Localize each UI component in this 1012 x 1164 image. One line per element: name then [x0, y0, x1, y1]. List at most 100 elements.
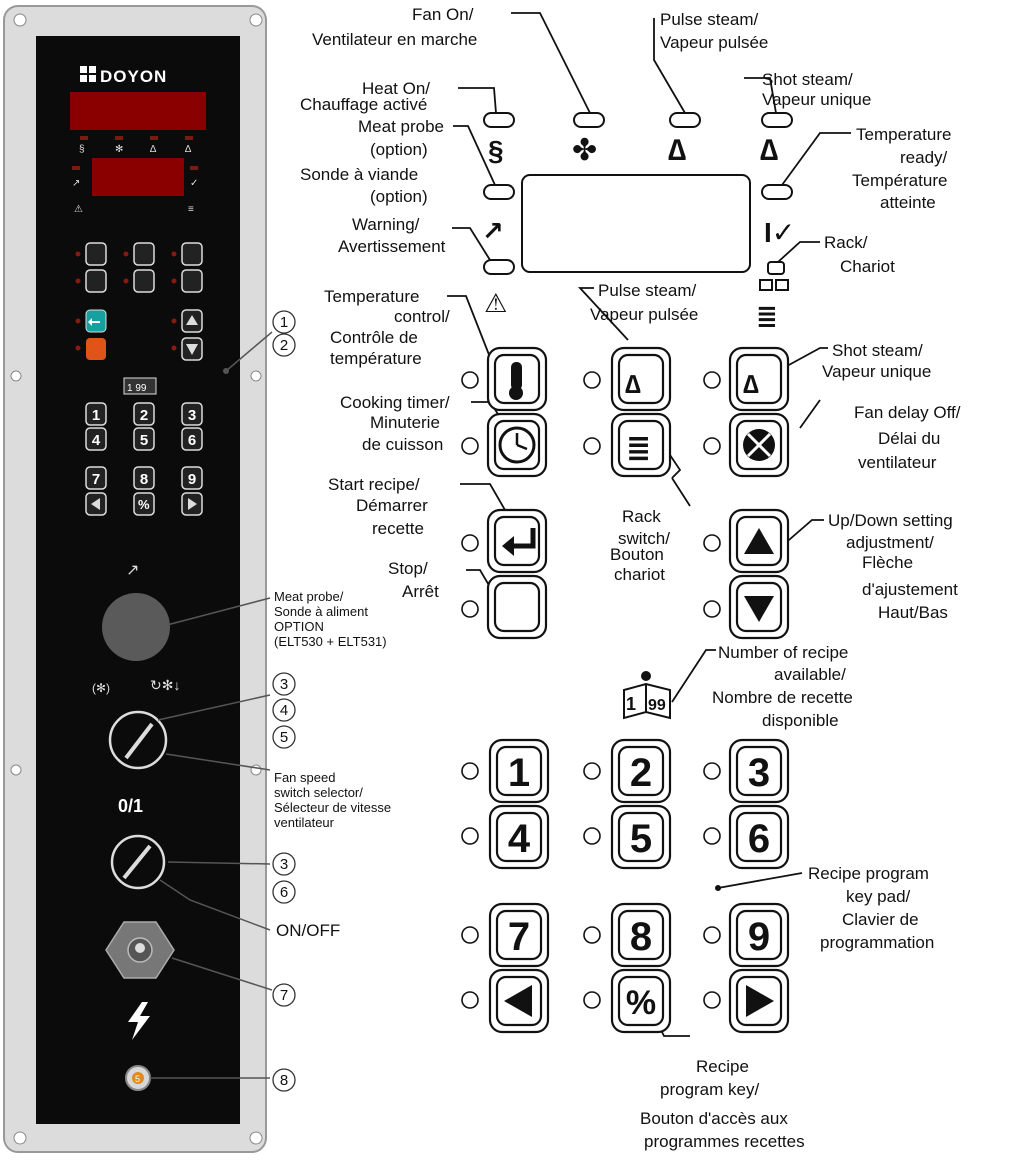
- key-6: 6: [748, 817, 770, 861]
- reference-numbers: [272, 310, 296, 1092]
- ref-3a: 3: [280, 676, 288, 693]
- ref-5: 5: [280, 729, 288, 746]
- pulse-steam-key: [610, 346, 672, 412]
- cooking-timer-label-1: Cooking timer/: [340, 393, 450, 412]
- probe-icon-mini: ↗: [126, 562, 139, 579]
- recipe-range-end: 99: [648, 697, 666, 714]
- key-4-frame: [488, 804, 550, 870]
- svg-text:%: %: [138, 497, 150, 512]
- ref-2: 2: [280, 337, 288, 354]
- ref-6: 6: [280, 884, 288, 901]
- svg-text:∆: ∆: [185, 144, 192, 155]
- pulse-steam-key-icon: ∆: [625, 369, 641, 399]
- key-9: 9: [748, 915, 770, 959]
- key-8: 8: [630, 915, 652, 959]
- start-recipe-label-1: Start recipe/: [328, 475, 420, 494]
- ref-8: 8: [280, 1072, 288, 1089]
- mini-key-3: 3: [188, 407, 196, 424]
- top-leaders: [447, 12, 851, 1037]
- svg-text:✻: ✻: [115, 144, 123, 155]
- key-2-frame: [610, 738, 672, 804]
- mini-key-1: 1: [92, 407, 100, 424]
- chef-hat-icon: [641, 671, 651, 681]
- svg-text:§: §: [79, 144, 85, 155]
- fan-speed-label-4: ventilateur: [274, 815, 335, 830]
- shot-steam-key-label-2: Vapeur unique: [822, 362, 931, 381]
- rack-switch-label-2: switch/: [618, 529, 670, 548]
- rack-icon: ≣: [756, 301, 778, 331]
- fan-on-label-2: Ventilateur en marche: [312, 30, 477, 49]
- heat-on-icon: §: [488, 135, 504, 166]
- meat-probe-socket: [102, 593, 170, 661]
- temp-ready-label-4: atteinte: [880, 193, 936, 212]
- mounting-holes: [10, 13, 263, 1145]
- mini-stop-key: [86, 338, 106, 360]
- meat-probe-icon: ↗: [482, 216, 504, 246]
- mini-numeric-keypad: 1 2 3 4 5 6 7 8 9 %: [85, 402, 203, 516]
- mini-key-7: 7: [92, 471, 100, 488]
- cooking-timer-label-2: Minuterie: [370, 413, 440, 432]
- temp-ready-label-2: ready/: [900, 148, 948, 167]
- shot-steam-led-label-2: Vapeur unique: [762, 90, 871, 109]
- svg-text:⚠: ⚠: [74, 204, 83, 215]
- fan-on-label-1: Fan On/: [412, 5, 474, 24]
- shot-steam-key: [728, 346, 790, 412]
- temp-ready-icon: I✓: [764, 217, 795, 248]
- meat-probe-label-2: (option): [370, 140, 428, 159]
- up-down-label-3: Flèche: [862, 553, 913, 572]
- recipe-keypad-label-1: Recipe program: [808, 864, 929, 883]
- recipe-key-label-4: programmes recettes: [644, 1132, 805, 1151]
- power-icon: [128, 1002, 150, 1040]
- fan-on-icon: ✤: [572, 134, 597, 167]
- svg-text:≡: ≡: [188, 204, 194, 215]
- mini-status-leds: [72, 136, 198, 170]
- doyon-logo: DOYON: [80, 66, 167, 86]
- recipe-range-start: 1: [626, 694, 636, 714]
- pulse-steam-key-label-1: Pulse steam/: [598, 281, 697, 300]
- up-down-label-5: Haut/Bas: [878, 603, 948, 622]
- stop-label-1: Stop/: [388, 559, 428, 578]
- recipe-key-symbol: %: [626, 984, 656, 1022]
- svg-text:✓: ✓: [190, 178, 198, 189]
- fan-speed-label-1: Fan speed: [274, 770, 335, 785]
- rack-switch-label-4: chariot: [614, 565, 665, 584]
- rack-label-2: Chariot: [840, 257, 895, 276]
- svg-text:↗: ↗: [72, 178, 80, 189]
- fan-low-icon: (✻): [92, 681, 110, 695]
- fan-delay-label-1: Fan delay Off/: [854, 403, 961, 422]
- key-7-frame: [488, 902, 550, 968]
- stop-key: [486, 574, 548, 640]
- mini-status-icons: § ✻ ∆ ∆ ↗ ✓ ⚠ ≡: [72, 144, 198, 215]
- recipe-count-label-1: Number of recipe: [718, 643, 848, 662]
- meat-probe-label-1: Meat probe: [358, 117, 444, 136]
- recipe-key-frame: [610, 968, 672, 1034]
- fan-speed-label-3: Sélecteur de vitesse: [274, 800, 391, 815]
- fan-delay-label-3: ventilateur: [858, 453, 937, 472]
- down-arrow-icon: [744, 596, 774, 622]
- key-3-frame: [728, 738, 790, 804]
- warning-label-1: Warning/: [352, 215, 420, 234]
- key-1-frame: [488, 738, 550, 804]
- on-off-switch-label: 0/1: [118, 796, 143, 816]
- key-6-frame: [728, 804, 790, 870]
- key-3: 3: [748, 751, 770, 795]
- recipe-count-label-3: Nombre de recette: [712, 688, 853, 707]
- recipe-key-label-2: program key/: [660, 1080, 759, 1099]
- rack-icon-frame: [759, 279, 789, 291]
- key-5: 5: [630, 817, 652, 861]
- pulse-steam-icon: ∆: [668, 134, 686, 167]
- key-1: 1: [508, 751, 530, 795]
- temp-ready-label-3: Température: [852, 171, 947, 190]
- rack-switch-label-1: Rack: [622, 507, 661, 526]
- start-recipe-label-3: recette: [372, 519, 424, 538]
- svg-text:∆: ∆: [150, 144, 157, 155]
- heat-on-label-1: Heat On/: [362, 79, 430, 98]
- recipe-book-indicator: 1 99: [623, 671, 671, 720]
- shot-steam-icon: ∆: [760, 134, 778, 167]
- brand-text: DOYON: [100, 67, 167, 86]
- recipe-key-label-1: Recipe: [696, 1057, 749, 1076]
- probe-socket-label-1: Meat probe/: [274, 589, 344, 604]
- rack-switch-label-3: Bouton: [610, 545, 664, 564]
- panel-photo: DOYON § ✻ ∆ ∆ ↗ ✓ ⚠ ≡: [3, 5, 267, 1153]
- temp-control-label-3: Contrôle de: [330, 328, 418, 347]
